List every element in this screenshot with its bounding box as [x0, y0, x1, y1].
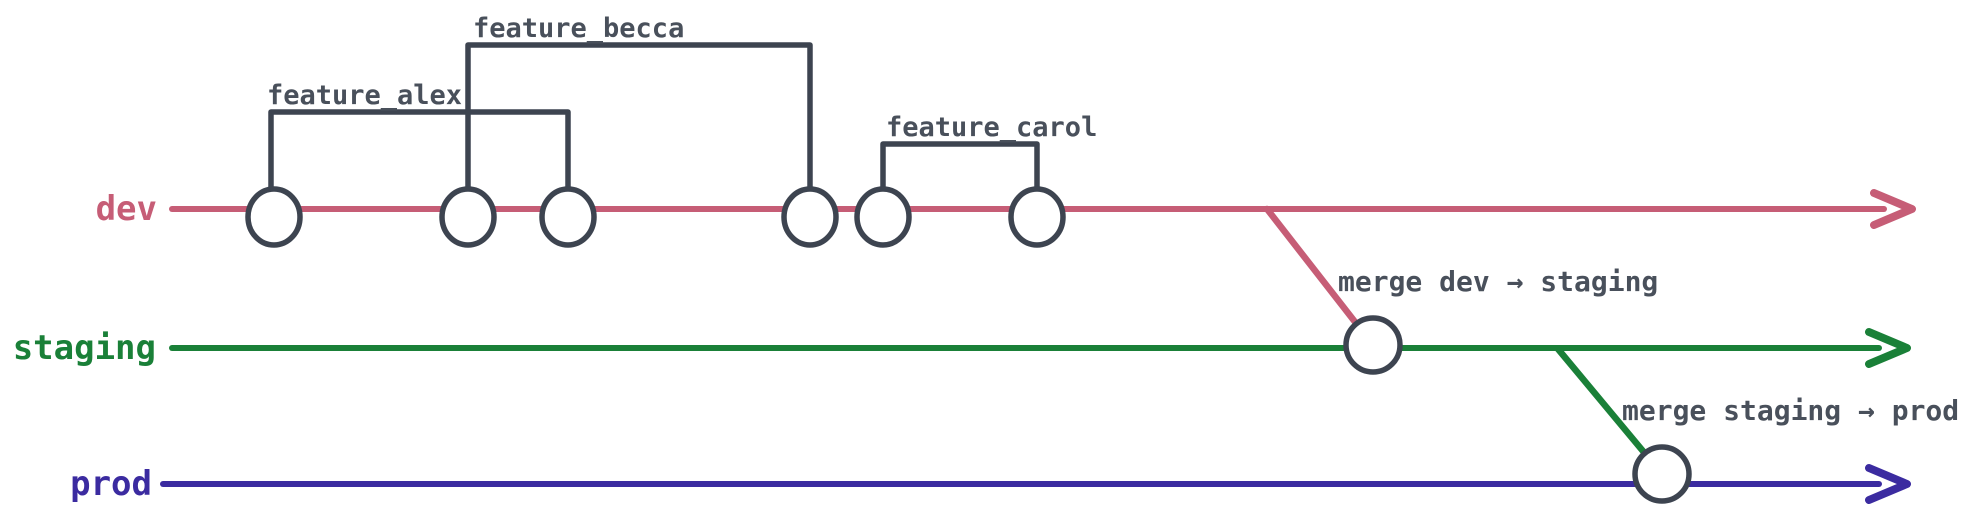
feature-branch-label: feature_alex — [267, 80, 462, 111]
feature-bracket-feature_alex — [268, 109, 571, 195]
commit-node — [439, 186, 497, 248]
branch-label-dev: dev — [96, 189, 157, 229]
merge-commit-node-prod — [1632, 444, 1692, 504]
arrowhead-icon-staging — [1865, 328, 1911, 368]
arrowhead-icon-dev — [1870, 189, 1916, 229]
commit-node — [245, 186, 303, 248]
merge-label-prod: merge staging → prod — [1622, 394, 1959, 427]
feature-branch-label: feature_becca — [473, 13, 684, 44]
arrowhead-icon-prod — [1865, 464, 1911, 504]
feature-bracket-feature_carol — [880, 141, 1040, 195]
branch-label-prod: prod — [70, 464, 152, 504]
feature-branch-label: feature_carol — [886, 112, 1097, 143]
commit-node — [781, 186, 839, 248]
commit-node — [854, 186, 912, 248]
merge-commit-node-staging — [1343, 315, 1403, 375]
feature-bracket-feature_becca — [465, 42, 813, 195]
commit-node — [539, 186, 597, 248]
merge-label-staging: merge dev → staging — [1338, 265, 1658, 298]
branch-label-staging: staging — [13, 328, 156, 368]
commit-node — [1008, 186, 1066, 248]
